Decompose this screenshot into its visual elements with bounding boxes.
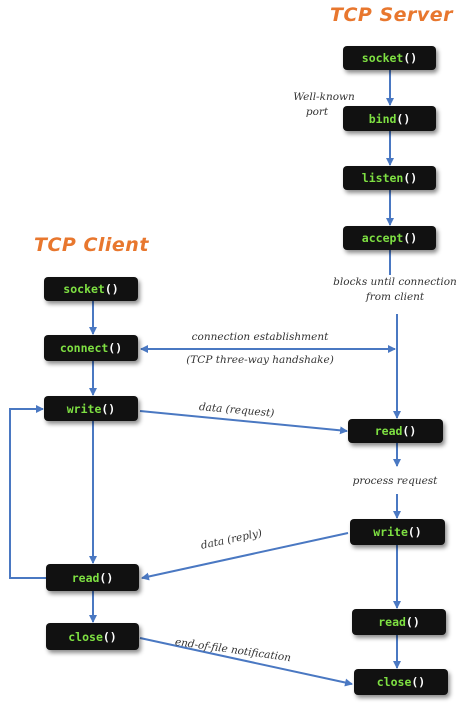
arrow-data-request: [139, 410, 348, 435]
server-title: TCP Server: [330, 4, 454, 26]
client-write-box: write(): [44, 396, 138, 421]
blocks-label-2: from client: [365, 291, 425, 303]
connection-label: connection establishment: [191, 331, 329, 343]
server-listen-box: listen(): [343, 166, 436, 190]
wellknown-label-1: Well-known: [293, 91, 355, 103]
arrow-eof: [139, 637, 353, 687]
arrow-data-reply: [141, 532, 349, 581]
server-close-box: close(): [354, 669, 448, 695]
server-read2-box: read(): [352, 609, 446, 635]
blocks-label-1: blocks until connection: [333, 276, 457, 288]
server-read-box: read(): [348, 419, 443, 443]
server-socket-box: socket(): [343, 46, 436, 70]
client-read-box: read(): [46, 564, 139, 591]
server-bind-box: bind(): [343, 106, 436, 131]
client-title: TCP Client: [34, 234, 149, 256]
loop-arrow: [9, 405, 46, 579]
client-close-box: close(): [46, 623, 139, 650]
server-accept-box: accept(): [343, 226, 436, 250]
process-request-label: process request: [352, 475, 438, 487]
handshake-label: (TCP three-way handshake): [186, 354, 334, 366]
client-socket-box: socket(): [44, 277, 138, 301]
client-connect-box: connect(): [44, 335, 138, 361]
server-write-box: write(): [350, 519, 445, 545]
wellknown-label-2: port: [305, 106, 329, 118]
